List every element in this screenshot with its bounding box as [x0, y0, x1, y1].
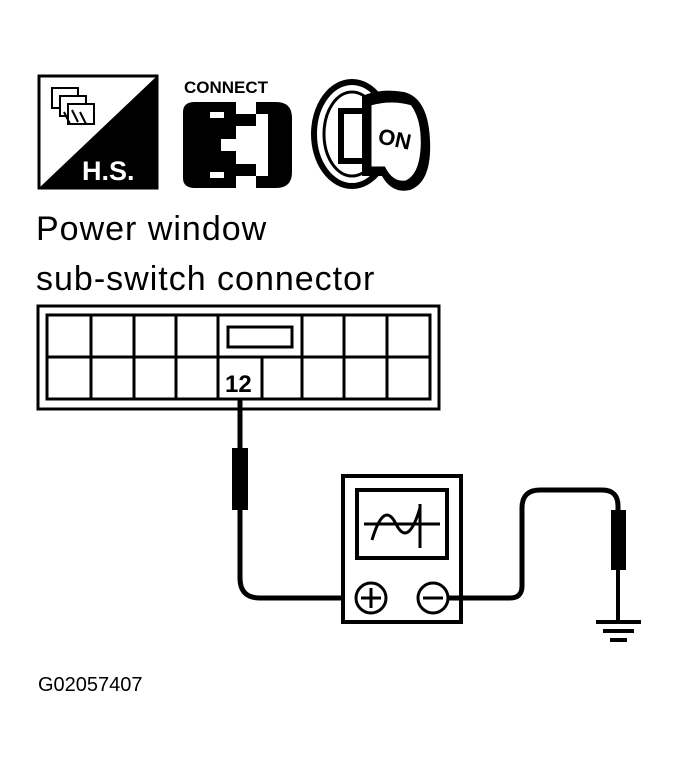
- harness-connector-disconnected-icon: H.S.: [37, 74, 159, 190]
- waveform-icon: [364, 504, 440, 548]
- diagram-title-line2: sub-switch connector: [36, 260, 375, 298]
- figure-id: G02057407: [38, 674, 143, 696]
- oscilloscope-meter: [341, 474, 463, 624]
- connector-connect-icon: CONNECT: [183, 78, 292, 188]
- hs-label: H.S.: [82, 156, 135, 186]
- connector-mini-icon: [51, 87, 95, 125]
- ignition-key-on-icon: ON: [311, 79, 431, 191]
- positive-terminal-icon: [354, 581, 388, 615]
- negative-terminal-icon: [416, 581, 450, 615]
- ground-symbol: [596, 620, 641, 642]
- sub-switch-connector: 12: [36, 304, 441, 411]
- pin-12-label: 12: [225, 371, 252, 398]
- diagram-title-line1: Power window: [36, 210, 267, 248]
- positive-probe-lead: [232, 399, 352, 601]
- negative-probe-lead: [448, 487, 626, 622]
- connect-label: CONNECT: [184, 78, 269, 97]
